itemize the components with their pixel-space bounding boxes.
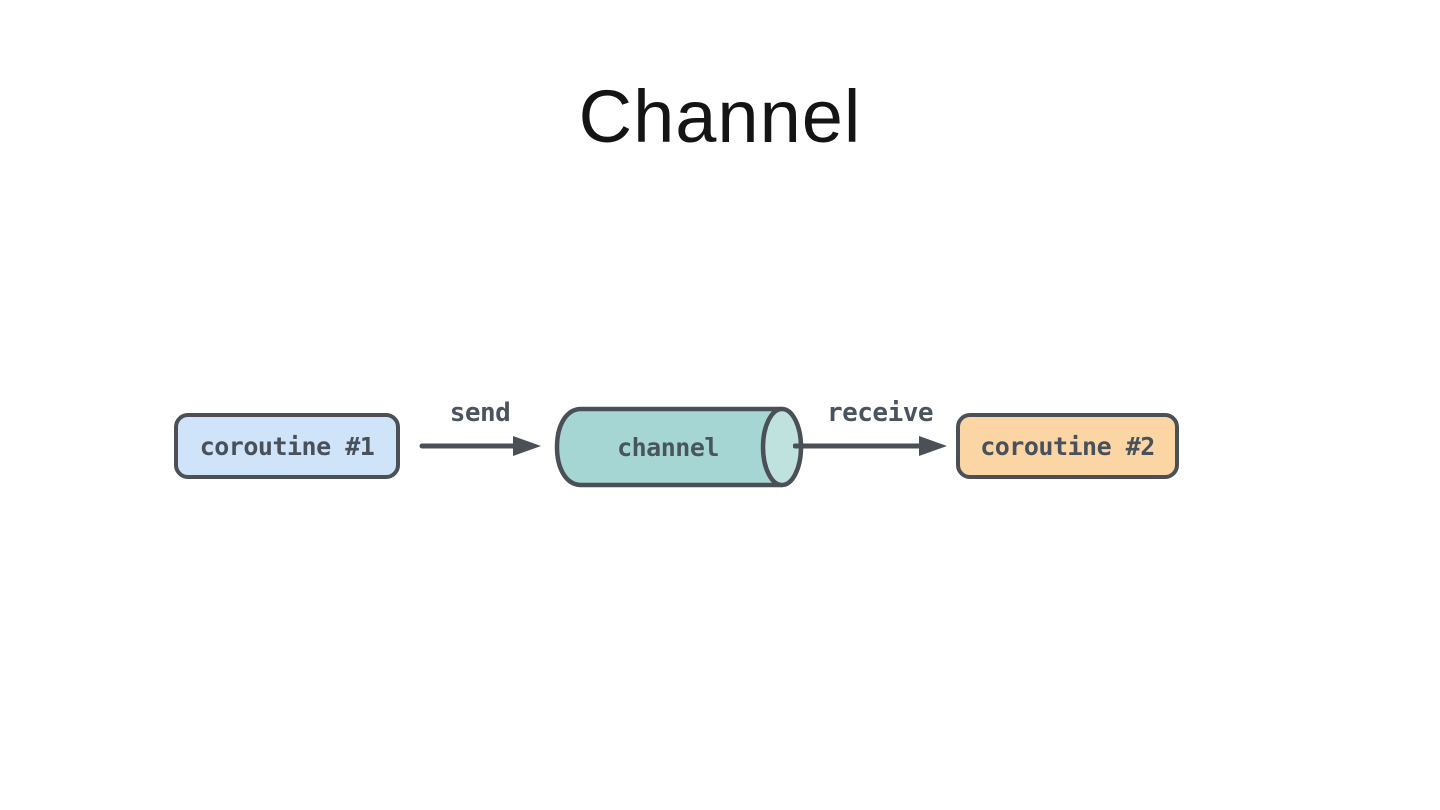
channel-label: channel [617, 432, 719, 462]
channel-cylinder [554, 406, 804, 488]
send-label: send [449, 398, 511, 428]
channel-cylinder-body [554, 406, 782, 488]
receive-label: receive [826, 398, 934, 428]
receive-arrowhead-icon [919, 436, 947, 456]
send-arrow [419, 436, 541, 456]
coroutine2-box: coroutine #2 [956, 413, 1179, 479]
coroutine1-label: coroutine #1 [199, 431, 375, 461]
send-arrowhead-icon [513, 436, 541, 456]
slide-title: Channel [578, 75, 862, 158]
coroutine1-box: coroutine #1 [174, 413, 400, 479]
receive-arrow [793, 436, 947, 456]
coroutine2-label: coroutine #2 [980, 431, 1155, 461]
